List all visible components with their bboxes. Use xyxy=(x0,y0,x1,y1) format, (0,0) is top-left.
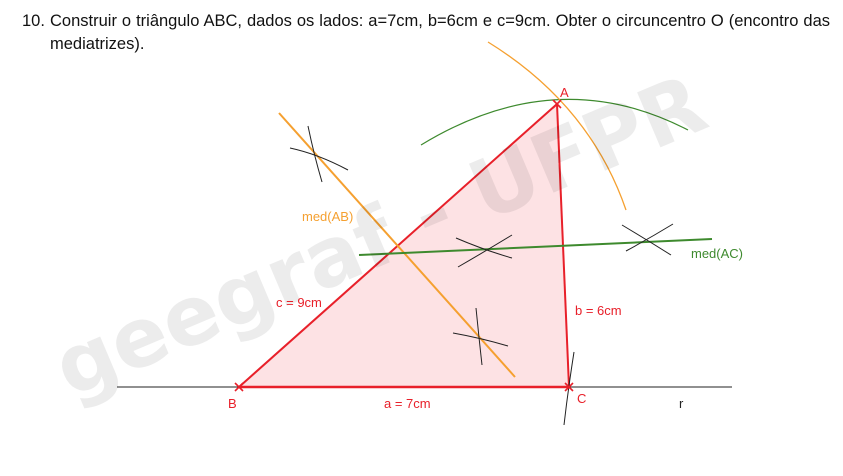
bisector-ab xyxy=(278,112,516,378)
cross-arc-mid-2 xyxy=(457,234,513,268)
arc-radius-c xyxy=(487,41,627,211)
construction-arcs xyxy=(289,125,674,426)
line-label-r: r xyxy=(679,396,684,411)
vertex-marker-a xyxy=(552,99,562,109)
vertex-marker-b xyxy=(234,382,244,392)
cross-arc-top-ab-2 xyxy=(307,125,323,183)
triangle-fill xyxy=(239,104,569,387)
vertex-label-a: A xyxy=(560,85,569,100)
cross-arc-bottom-ab-1 xyxy=(452,332,509,347)
side-label-a: a = 7cm xyxy=(384,396,431,411)
side-label-b: b = 6cm xyxy=(575,303,622,318)
bisector-label-ab: med(AB) xyxy=(302,209,353,224)
arc-radius-b xyxy=(420,98,689,146)
vertex-label-c: C xyxy=(577,391,586,406)
cross-arc-mid-1 xyxy=(455,237,513,259)
bisector-label-ac: med(AC) xyxy=(691,246,743,261)
vertex-label-b: B xyxy=(228,396,237,411)
question-text: Construir o triângulo ABC, dados os lado… xyxy=(50,12,830,53)
vertex-marker-c xyxy=(564,382,574,392)
question-number: 10. xyxy=(22,12,45,30)
bisector-ac xyxy=(358,238,713,256)
cross-arc-bottom-ab-2 xyxy=(475,307,483,366)
cross-arc-ac-2 xyxy=(625,223,674,252)
side-label-c: c = 9cm xyxy=(276,295,322,310)
arc-through-c xyxy=(563,351,575,426)
cross-arc-top-ab-1 xyxy=(289,147,349,171)
